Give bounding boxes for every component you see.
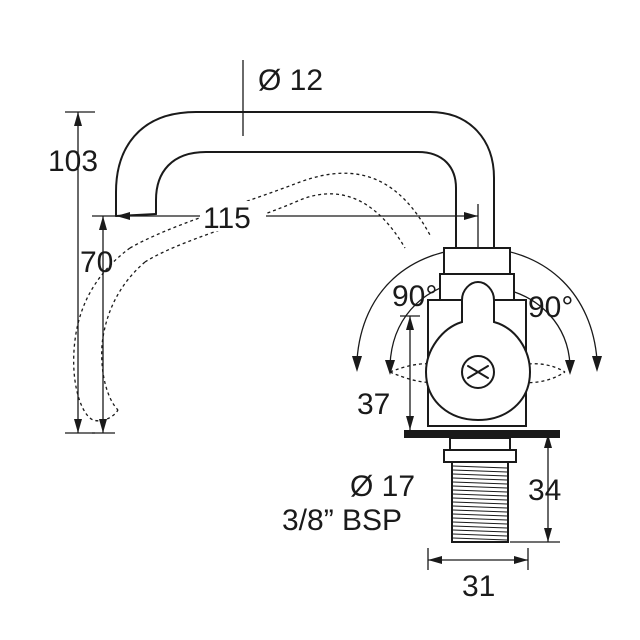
thread-line <box>452 485 508 489</box>
thread-line <box>452 477 508 481</box>
thread-line <box>452 493 508 497</box>
thread-line <box>452 509 508 513</box>
base-width-label: 31 <box>462 570 495 603</box>
rotation-left-label: 90° <box>392 280 437 313</box>
thread-line <box>452 465 508 469</box>
thread-line <box>452 505 508 509</box>
thread-line <box>452 513 508 517</box>
total-height-label: 103 <box>48 145 98 178</box>
thread-type-label: 3/8” BSP <box>282 504 402 537</box>
thread-line <box>452 529 508 533</box>
shank-length-label: 34 <box>528 474 561 507</box>
thread-line <box>452 521 508 525</box>
thread-line <box>452 469 508 473</box>
thread-line <box>452 533 508 537</box>
shank-thread-lines <box>452 465 508 541</box>
thread-line <box>452 489 508 493</box>
thread-line <box>452 473 508 477</box>
thread-diameter-label: Ø 17 <box>350 470 415 503</box>
thread-line <box>452 501 508 505</box>
spout-reach-label: 115 <box>203 202 251 235</box>
thread-line <box>452 517 508 521</box>
thread-line <box>452 537 508 541</box>
rotation-right-label: 90° <box>528 291 573 324</box>
spout-outlet-height-label: 70 <box>80 246 113 279</box>
thread-line <box>452 497 508 501</box>
dimension-lines <box>65 111 560 570</box>
body-height-label: 37 <box>357 388 390 421</box>
thread-line <box>452 481 508 485</box>
thread-line <box>452 525 508 529</box>
spout-diameter-label: Ø 12 <box>258 64 323 97</box>
